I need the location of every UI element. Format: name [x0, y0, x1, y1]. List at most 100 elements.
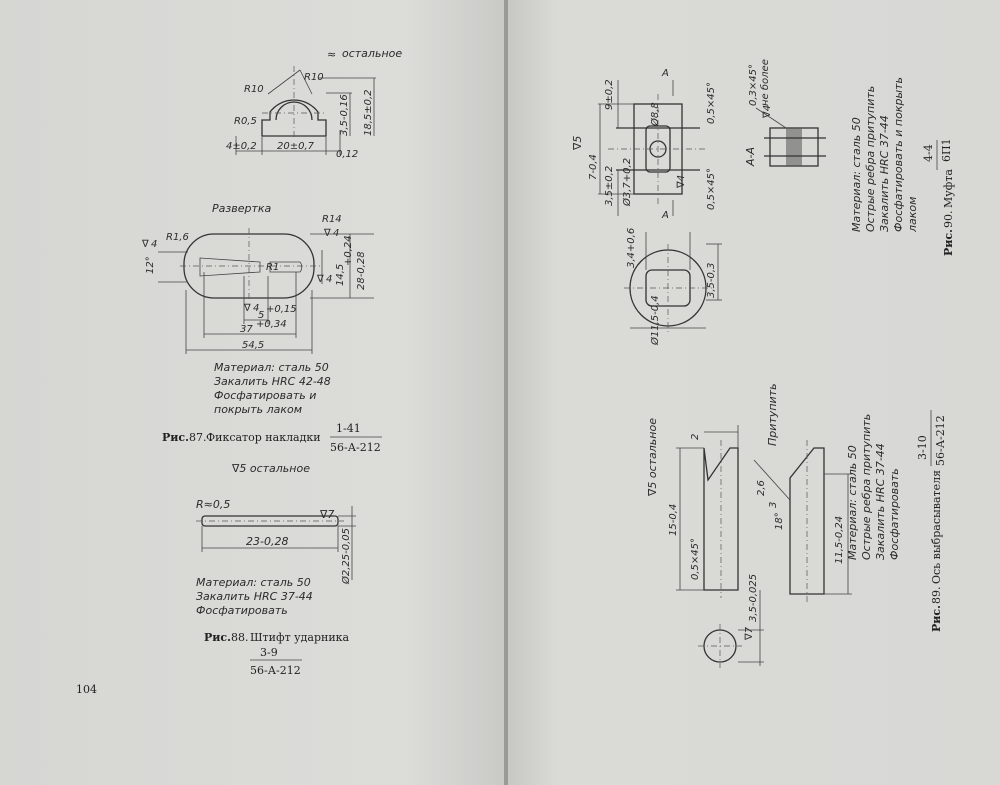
svg-text:+0,15: +0,15 [266, 304, 297, 315]
svg-text:14,5: 14,5 [335, 264, 346, 286]
svg-text:4: 4 [151, 239, 157, 250]
svg-text:+0,34: +0,34 [256, 319, 287, 330]
svg-text:∇5 остальное: ∇5 остальное [231, 462, 310, 475]
svg-text:87.: 87. [189, 431, 207, 444]
svg-text:Рис.: Рис. [162, 431, 189, 444]
svg-text:88.: 88. [231, 631, 249, 644]
svg-text:18,5±0,2: 18,5±0,2 [363, 89, 374, 136]
svg-text:∇7: ∇7 [744, 626, 755, 641]
fig90-drawing: А А ∇5 7-0,4 9±0,2 Ø8,8 0,5×45° 0,5×45° … [571, 59, 826, 346]
svg-text:Рис.: Рис. [204, 631, 231, 644]
fig88-caption: Рис. 88. Штифт ударника 3-9 56-А-212 [204, 631, 350, 677]
fig89-material-note: Материал: сталь 50 Острые ребра притупит… [846, 414, 901, 560]
svg-text:лаком: лаком [906, 197, 919, 233]
svg-text:Фиксатор накладки: Фиксатор накладки [206, 431, 321, 444]
svg-text:3: 3 [768, 502, 779, 508]
svg-text:R1,6: R1,6 [166, 232, 189, 243]
fig87-corner-note: остальное [342, 47, 402, 60]
svg-text:3,5-0,025: 3,5-0,025 [748, 574, 759, 622]
svg-text:37: 37 [240, 324, 253, 335]
svg-text:∇4: ∇4 [676, 175, 687, 189]
svg-text:≈: ≈ [327, 48, 336, 61]
svg-text:Закалить HRC 37-44: Закалить HRC 37-44 [874, 443, 887, 560]
svg-text:+0,24: +0,24 [343, 235, 354, 266]
svg-text:0,5×45°: 0,5×45° [706, 82, 717, 124]
svg-text:4: 4 [333, 228, 339, 239]
svg-text:А: А [661, 68, 669, 79]
svg-text:18°: 18° [774, 512, 785, 530]
svg-text:А-А: А-А [744, 147, 757, 167]
svg-text:∇5: ∇5 [571, 136, 584, 151]
svg-text:Ось выбрасывателя: Ось выбрасывателя [930, 470, 943, 584]
svg-text:Острые ребра притупить: Острые ребра притупить [864, 86, 877, 232]
svg-text:∇4: ∇4 [762, 105, 773, 119]
svg-text:3,5±0,2: 3,5±0,2 [604, 166, 615, 206]
svg-text:Ø8,8: Ø8,8 [649, 102, 661, 127]
page-number: 104 [76, 683, 97, 696]
svg-text:∇: ∇ [243, 303, 251, 314]
svg-text:Фосфатировать и: Фосфатировать и [214, 389, 316, 402]
svg-text:4±0,2: 4±0,2 [226, 141, 257, 152]
svg-text:3,5-0,3: 3,5-0,3 [706, 263, 717, 298]
right-page: А А ∇5 7-0,4 9±0,2 Ø8,8 0,5×45° 0,5×45° … [508, 0, 1000, 785]
svg-text:Материал: сталь 50: Материал: сталь 50 [214, 361, 329, 374]
svg-text:20±0,7: 20±0,7 [277, 141, 315, 152]
left-page: ≈ остальное R10 R10 R0,5 4±0,2 20±0,7 0,… [0, 0, 506, 785]
svg-text:1-41: 1-41 [336, 422, 361, 435]
svg-text:Материал: сталь 50: Материал: сталь 50 [196, 576, 311, 589]
svg-text:3,5-0,16: 3,5-0,16 [339, 94, 350, 136]
svg-text:5: 5 [258, 310, 264, 321]
svg-text:6П1: 6П1 [940, 138, 953, 162]
svg-text:54,5: 54,5 [242, 340, 264, 351]
svg-text:∇: ∇ [323, 228, 331, 239]
fig90-material-note: Материал: сталь 50 Острые ребра притупит… [850, 77, 919, 233]
svg-text:R14: R14 [322, 214, 342, 225]
fig87-unfold-title: Развертка [212, 202, 272, 215]
svg-text:R10: R10 [244, 84, 264, 95]
svg-text:0,5×45°: 0,5×45° [690, 538, 701, 580]
svg-text:3-9: 3-9 [260, 646, 278, 659]
svg-text:9±0,2: 9±0,2 [604, 79, 615, 110]
left-page-drawings: ≈ остальное R10 R10 R0,5 4±0,2 20±0,7 0,… [76, 47, 402, 696]
svg-text:4-4: 4-4 [922, 144, 935, 162]
fig87-side-view: ≈ остальное R10 R10 R0,5 4±0,2 20±0,7 0,… [226, 47, 402, 160]
svg-text:2,6: 2,6 [756, 480, 767, 496]
right-page-drawings: А А ∇5 7-0,4 9±0,2 Ø8,8 0,5×45° 0,5×45° … [571, 59, 955, 668]
svg-text:4: 4 [253, 303, 259, 314]
svg-text:0,12: 0,12 [336, 149, 358, 160]
svg-text:28-0,28: 28-0,28 [356, 251, 367, 290]
svg-text:3-10: 3-10 [916, 435, 929, 460]
svg-text:0,5×45°: 0,5×45° [706, 168, 717, 210]
svg-text:∇5 остальное: ∇5 остальное [646, 418, 659, 497]
fig87-material-note: Материал: сталь 50 Закалить HRC 42-48 Фо… [214, 361, 331, 416]
svg-text:не более: не более [759, 59, 771, 106]
fig88-drawing: ∇5 остальное R≈0,5 ∇7 23-0,28 Ø2,25-0,05 [196, 462, 356, 585]
svg-text:R≈0,5: R≈0,5 [196, 498, 230, 511]
svg-text:R0,5: R0,5 [234, 116, 257, 127]
svg-text:56-А-212: 56-А-212 [330, 441, 381, 454]
svg-text:2: 2 [690, 434, 701, 440]
svg-text:Материал: сталь 50: Материал: сталь 50 [850, 117, 863, 232]
svg-text:Притупить: Притупить [766, 383, 779, 446]
fig89-drawing: ∇5 остальное Притупить 15-0,4 0,5×45° 2 … [646, 383, 852, 668]
svg-text:Закалить HRC 37-44: Закалить HRC 37-44 [878, 115, 891, 232]
fig88-material-note: Материал: сталь 50 Закалить HRC 37-44 Фо… [196, 576, 313, 617]
svg-text:11,5-0,24: 11,5-0,24 [834, 516, 845, 564]
fig87-development: Развертка R14 R1,6 R1 12° ∇4 ∇4 ∇4 ∇4 14… [141, 202, 374, 354]
svg-text:А: А [661, 210, 669, 221]
svg-text:Штифт ударника: Штифт ударника [250, 631, 350, 644]
svg-text:∇7: ∇7 [319, 508, 334, 521]
svg-text:15-0,4: 15-0,4 [668, 504, 679, 536]
svg-text:покрыть лаком: покрыть лаком [214, 403, 302, 416]
svg-text:Ø2,25-0,05: Ø2,25-0,05 [340, 528, 352, 585]
svg-text:Муфта: Муфта [942, 169, 955, 208]
svg-text:R10: R10 [304, 72, 324, 83]
fig90-caption: Рис. 90. Муфта 4-4 6П1 [922, 138, 955, 256]
svg-text:Закалить HRC 37-44: Закалить HRC 37-44 [196, 590, 313, 603]
svg-text:Острые ребра притупить: Острые ребра притупить [860, 414, 873, 560]
svg-text:0,3×45°: 0,3×45° [748, 64, 759, 106]
svg-text:∇: ∇ [141, 239, 149, 250]
svg-text:89.: 89. [930, 587, 943, 605]
svg-text:Рис.: Рис. [930, 605, 943, 632]
svg-text:12°: 12° [145, 256, 156, 274]
